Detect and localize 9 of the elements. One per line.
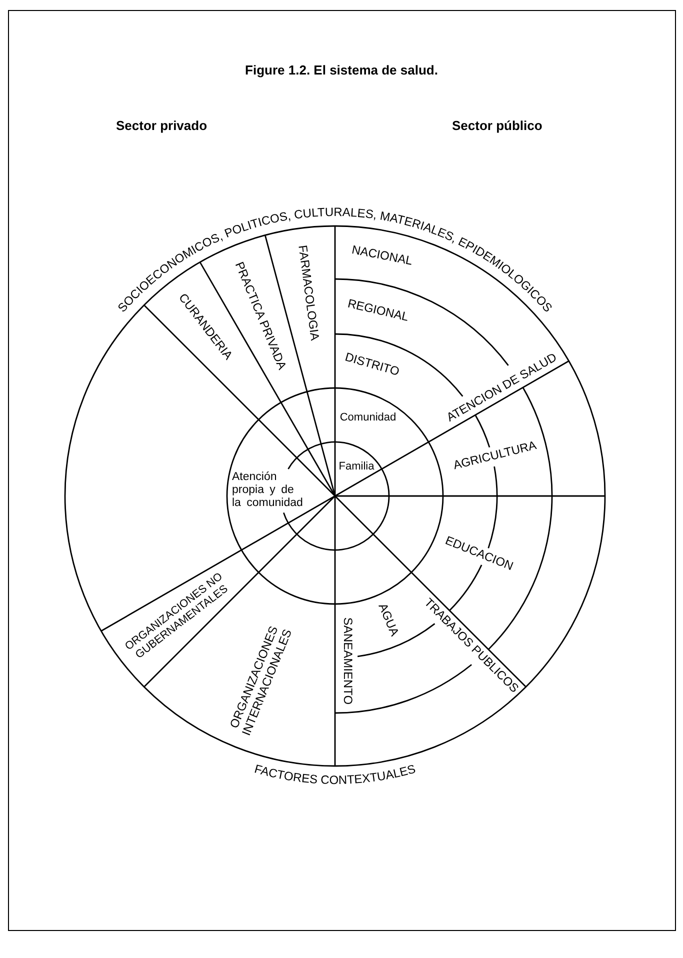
- sector-heading: Sector privado: [116, 119, 208, 134]
- sector-label: SANEAMIENTO: [340, 617, 354, 705]
- curved-label: FACTORES CONTEXTUALES: [252, 762, 418, 788]
- ring-label: Comunidad: [340, 412, 396, 424]
- ring-label: Atención propia y de la comunidad: [232, 471, 304, 511]
- ring-label: Familia: [338, 460, 374, 474]
- sector-heading: Sector público: [452, 119, 542, 134]
- sector-label: AGUA: [374, 602, 401, 639]
- figure-title: Figure 1.2. El sistema de salud.: [245, 64, 438, 78]
